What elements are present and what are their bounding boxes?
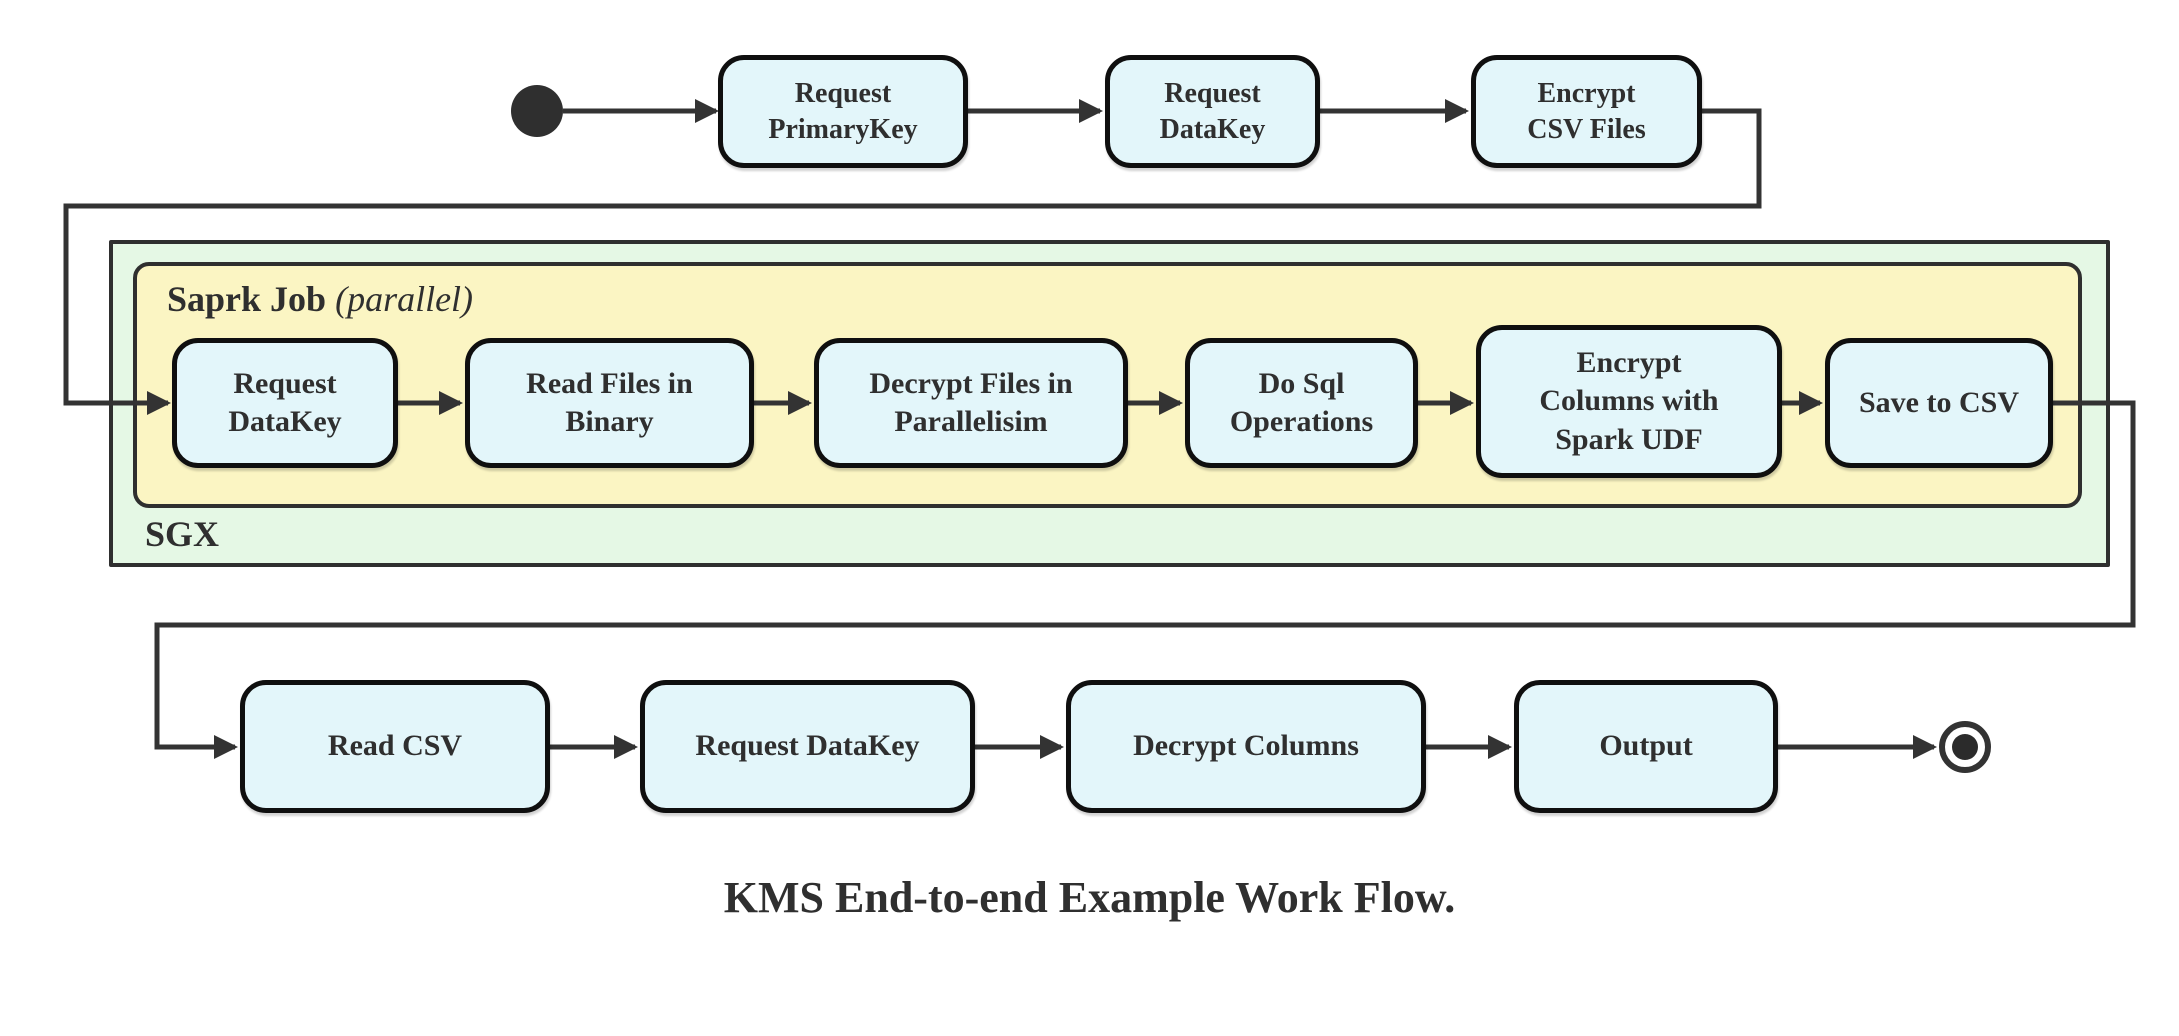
edge-encrypt-csv-to-spark-request-datakey	[63, 108, 1762, 415]
node-label: Do Sql Operations	[1229, 366, 1374, 438]
start-node	[511, 85, 563, 137]
node-spark-request-datakey: Request DataKey	[172, 338, 398, 468]
node-label: Encrypt Columns with Spark UDF	[1539, 345, 1719, 456]
node-read-csv: Read CSV	[240, 680, 550, 813]
node-save-to-csv: Save to CSV	[1825, 338, 2053, 468]
node-label: Request DataKey	[695, 729, 920, 763]
end-node	[1939, 721, 1991, 773]
edge-save-csv-to-read-csv	[154, 400, 2136, 759]
node-request-primarykey: Request PrimaryKey	[718, 55, 968, 168]
node-request-datakey-bottom: Request DataKey	[640, 680, 975, 813]
node-label: Save to CSV	[1858, 385, 2019, 419]
end-node-dot	[1952, 734, 1978, 760]
sgx-label: SGX	[145, 514, 220, 554]
diagram-caption: KMS End-to-end Example Work Flow.	[723, 873, 1456, 922]
node-label: Encrypt CSV Files	[1527, 77, 1646, 145]
node-label: Request DataKey	[228, 366, 342, 438]
node-encrypt-columns-with-spark-udf: Encrypt Columns with Spark UDF	[1476, 325, 1782, 478]
node-decrypt-files-in-parallelisim: Decrypt Files in Parallelisim	[814, 338, 1128, 468]
node-label: Read CSV	[327, 729, 463, 763]
node-label: Output	[1599, 729, 1693, 763]
spark-job-label: Saprk Job (parallel)	[167, 278, 473, 320]
node-label: Read Files in Binary	[526, 366, 693, 438]
node-read-files-in-binary: Read Files in Binary	[465, 338, 754, 468]
node-label: Decrypt Columns	[1133, 729, 1359, 763]
node-output: Output	[1514, 680, 1778, 813]
node-label: Request DataKey	[1159, 77, 1266, 145]
node-label: Request PrimaryKey	[768, 77, 918, 145]
node-request-datakey-top: Request DataKey	[1105, 55, 1320, 168]
spark-job-parallel-text: (parallel)	[335, 279, 474, 319]
node-decrypt-columns: Decrypt Columns	[1066, 680, 1426, 813]
node-encrypt-csv-files: Encrypt CSV Files	[1471, 55, 1702, 168]
node-do-sql-operations: Do Sql Operations	[1185, 338, 1418, 468]
spark-job-label-text: Saprk Job	[167, 279, 327, 319]
node-label: Decrypt Files in Parallelisim	[869, 366, 1073, 438]
